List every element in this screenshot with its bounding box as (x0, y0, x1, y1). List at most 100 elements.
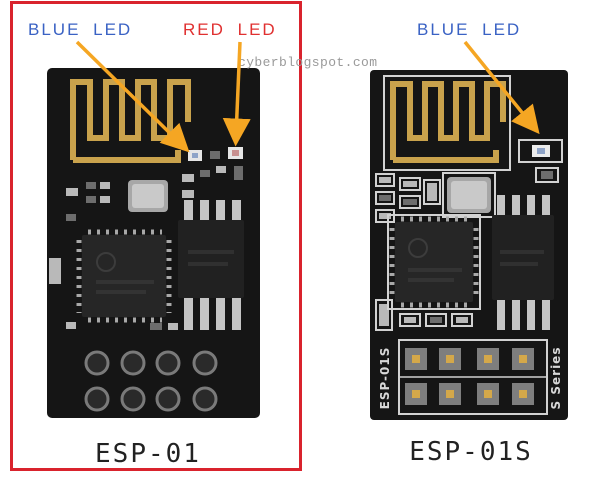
esp-01-flash-pin (200, 200, 209, 222)
esp-01s-flash-pin (497, 300, 505, 330)
header-hole (192, 386, 218, 412)
header-hole (155, 386, 181, 412)
esp-01-blue-led-core (192, 153, 198, 158)
esp-01-smd-component (182, 190, 194, 198)
esp-01s-smd-component (430, 317, 442, 323)
header-hole (192, 350, 218, 376)
esp-01s-smd-component (404, 317, 416, 323)
esp-01s-silkscreen-right: S Series (549, 347, 563, 410)
left-blue-led-label: BLUE LED (28, 20, 132, 39)
esp-01s-chip-logo (408, 238, 428, 258)
esp-01s-smd-outline (423, 179, 441, 205)
esp-01s-flash-pin (527, 195, 535, 217)
esp-01s-antenna-outline (383, 75, 511, 171)
esp-01-esp8266-chip (82, 235, 166, 317)
esp-01-flash-pin (184, 298, 193, 330)
esp-01s-flash-pin (542, 300, 550, 330)
esp-01s-smd-outline (375, 191, 395, 205)
esp-01-flash-pin (200, 298, 209, 330)
esp-01s-smd-component (379, 304, 389, 326)
esp-01-flash-pin (232, 200, 241, 222)
esp-01-antenna-feed (73, 150, 181, 163)
header-pin (519, 355, 527, 363)
esp-01s-flash-pin (497, 195, 505, 217)
esp-01-flash-pin (216, 200, 225, 222)
header-pin (446, 355, 454, 363)
esp-01-flash-chip (178, 220, 244, 298)
header-hole (84, 386, 110, 412)
header-pin (484, 355, 492, 363)
header-hole (155, 350, 181, 376)
esp-01-pin-header (84, 350, 218, 412)
esp-01s-crystal-outline (442, 172, 496, 218)
esp-01s-pin-header (398, 339, 548, 415)
esp-01-smd-component (182, 174, 194, 182)
header-pin (412, 355, 420, 363)
esp-01s-smd-component (379, 195, 391, 201)
esp-01-edge-capacitor (49, 258, 61, 284)
esp-01s-chip-marking (408, 268, 462, 272)
left-blue-led-arrow (75, 40, 190, 153)
esp-01-caption: ESP-01 (95, 439, 201, 469)
esp-01s-smd-outline (399, 313, 421, 327)
left-red-led-arrow (222, 41, 251, 147)
header-pin (519, 390, 527, 398)
header-pin (446, 390, 454, 398)
esp-01s-smd-outline (399, 177, 421, 191)
esp-01s-module: ESP-01S S Series (370, 70, 568, 420)
esp-01-highlight-border (10, 1, 302, 471)
esp-01s-smd-component (456, 317, 468, 323)
esp-01s-antenna-feed (393, 150, 499, 163)
esp-01s-flash-marking (500, 250, 544, 254)
esp-01-smd-component (66, 188, 78, 196)
esp-01s-smd-component (379, 213, 391, 219)
esp-01s-smd-outline (535, 167, 559, 183)
esp-01s-pcb-antenna (390, 81, 506, 160)
header-hole (120, 350, 146, 376)
header-hole (120, 386, 146, 412)
right-blue-led-label: BLUE LED (417, 20, 521, 39)
esp-01s-smd-outline (425, 313, 447, 327)
esp-01s-flash-chip (492, 215, 554, 300)
watermark-text: cyberblogspot.com (238, 55, 377, 70)
esp-01s-flash-pin (512, 195, 520, 217)
esp-01s-crystal-top (451, 181, 487, 209)
esp-01s-flash-pin (527, 300, 535, 330)
esp-01s-flash-pin (512, 300, 520, 330)
esp-01-flash-pin (184, 200, 193, 222)
esp-01s-flash-pin (542, 195, 550, 217)
esp-01-smd-component (168, 323, 178, 330)
esp-01s-led-outline (518, 139, 563, 163)
esp-01s-smd-component (541, 171, 553, 179)
header-pin (412, 390, 420, 398)
esp-01-smd-component (234, 166, 243, 180)
esp-01s-smd-component (379, 177, 391, 183)
esp-01-smd-component (66, 214, 76, 221)
esp-01-flash-pin (232, 298, 241, 330)
esp-01-pcb-antenna (70, 79, 191, 160)
esp-01s-smd-outline (375, 299, 393, 331)
esp-01-crystal-top (132, 184, 164, 208)
esp-01s-smd-outline (399, 195, 421, 209)
esp-01s-silkscreen-left: ESP-01S (378, 347, 392, 410)
esp-01-smd-component (216, 166, 226, 173)
header-pin (484, 390, 492, 398)
esp-01-smd-component (100, 182, 110, 189)
left-red-led-label: RED LED (183, 20, 277, 39)
esp-01-smd-component (150, 323, 162, 330)
esp-01-red-led-core (232, 150, 239, 156)
esp-01s-blue-led-core (537, 148, 545, 154)
esp-01s-smd-component (427, 183, 437, 201)
right-blue-led-arrow (463, 40, 540, 135)
esp-01s-smd-component (403, 181, 417, 187)
esp-01-module (47, 68, 260, 418)
esp-01s-flash-marking (500, 262, 538, 266)
esp-01-smd-component (200, 170, 210, 177)
esp-01s-caption: ESP-01S (409, 437, 533, 467)
esp-01s-smd-component (403, 199, 417, 205)
esp-01-flash-pin (216, 298, 225, 330)
esp-01s-smd-outline (375, 173, 395, 187)
esp-01s-chip-outline (387, 214, 481, 310)
esp-01-chip-logo (96, 252, 116, 272)
